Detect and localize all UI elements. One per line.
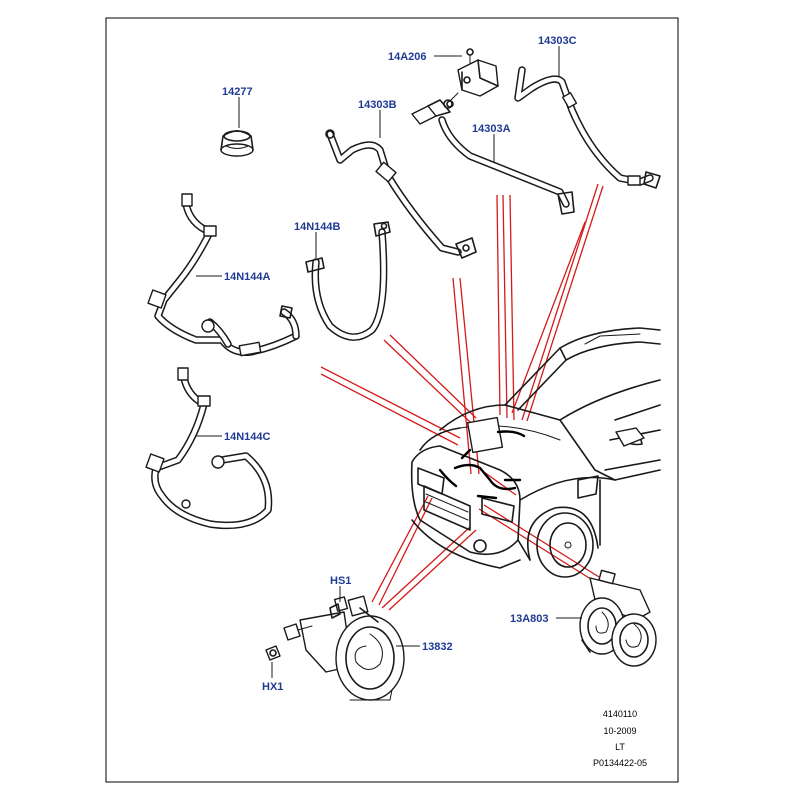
diagram-border [105, 17, 679, 783]
label-14n144a[interactable]: 14N144A [224, 271, 271, 283]
part-leader-lines [196, 46, 582, 678]
part-hx1-nut[interactable] [265, 645, 281, 661]
label-13a803[interactable]: 13A803 [510, 613, 549, 625]
red-leader-lines [320, 183, 604, 611]
battery-in-vehicle [466, 416, 504, 454]
label-14277[interactable]: 14277 [222, 86, 253, 98]
part-14303a-cable[interactable] [411, 99, 575, 215]
part-14n144a-harness[interactable] [147, 193, 300, 357]
label-14303c[interactable]: 14303C [538, 35, 577, 47]
part-14n144c-harness[interactable] [145, 367, 273, 530]
vehicle-front-view [410, 327, 661, 578]
label-14a206[interactable]: 14A206 [388, 51, 427, 63]
part-hs1-bolt[interactable] [329, 596, 349, 619]
label-14303b[interactable]: 14303B [358, 99, 397, 111]
label-14n144b[interactable]: 14N144B [294, 221, 341, 233]
part-14a206-bracket[interactable] [446, 48, 499, 108]
part-14n144b-cable[interactable] [305, 221, 391, 341]
label-14303a[interactable]: 14303A [472, 123, 511, 135]
part-14303c-cable[interactable] [514, 66, 661, 189]
part-13a803-horn[interactable] [579, 569, 657, 667]
label-14n144c[interactable]: 14N144C [224, 431, 271, 443]
footer-drawing-number: P0134422-05 [593, 758, 647, 768]
part-13832-horn[interactable] [299, 595, 405, 701]
part-labels: 14277 14A206 14303C 14303B 14303A 14N144… [222, 35, 577, 693]
part-14277-terminal-cover[interactable] [220, 130, 254, 157]
drawing-footer: 4140110 10-2009 LT P0134422-05 [593, 709, 647, 768]
label-hs1[interactable]: HS1 [330, 575, 351, 587]
label-13832[interactable]: 13832 [422, 641, 453, 653]
footer-date: 10-2009 [603, 726, 636, 736]
label-hx1[interactable]: HX1 [262, 681, 283, 693]
footer-ref: 4140110 [603, 709, 637, 719]
footer-code: LT [615, 742, 625, 752]
part-14303b-cable[interactable] [325, 129, 477, 259]
horn-mount-bolt [283, 623, 313, 641]
